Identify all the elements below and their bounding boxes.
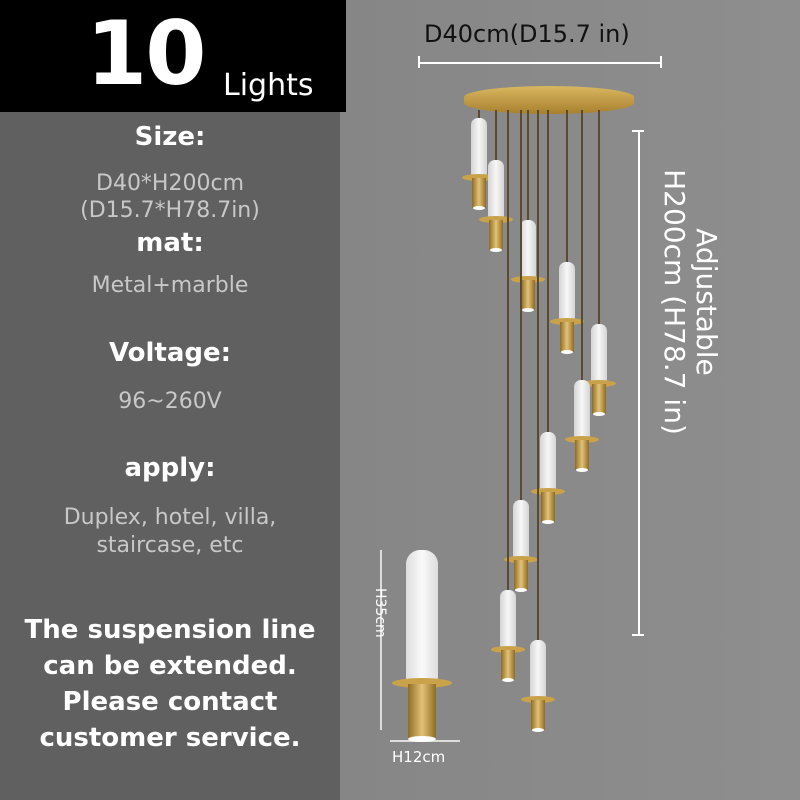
height-label: Adjustable H200cm (H78.7 in)	[650, 169, 730, 435]
pendant-width-label: H12cm	[392, 748, 446, 766]
suspension-cord	[478, 110, 480, 118]
suspension-cord	[520, 110, 522, 500]
suspension-cord	[495, 110, 497, 160]
note-line: Please contact	[62, 687, 278, 717]
note-line: can be extended.	[43, 651, 297, 681]
height-line	[638, 130, 640, 636]
pendant-height-label: H35cm	[372, 588, 388, 638]
height-label-1: Adjustable	[690, 228, 723, 376]
height-tick	[632, 130, 644, 132]
diameter-line	[418, 62, 662, 64]
size-value-cm: D40*H200cm	[96, 171, 244, 196]
apply-value-1: Duplex, hotel, villa,	[63, 505, 277, 530]
height-label-2: H200cm (H78.7 in)	[658, 169, 691, 435]
material-label: mat:	[136, 228, 204, 258]
voltage-value: 96~260V	[118, 389, 222, 414]
suspension-cord	[581, 110, 583, 380]
diameter-tick	[418, 56, 420, 68]
suspension-cord	[566, 110, 568, 262]
apply-value-2: staircase, etc	[96, 533, 244, 558]
ceiling-canopy	[464, 86, 634, 114]
note-line: customer service.	[39, 723, 301, 753]
light-unit: Lights	[223, 68, 314, 103]
suspension-cord	[527, 110, 529, 220]
suspension-cord	[537, 110, 539, 640]
material-value: Metal+marble	[91, 273, 249, 298]
suspension-cord	[598, 110, 600, 324]
note-line: The suspension line	[24, 615, 316, 645]
size-label: Size:	[134, 122, 206, 152]
extension-note: The suspension line can be extended. Ple…	[0, 612, 340, 756]
size-value-in: (D15.7*H78.7in)	[80, 198, 260, 223]
light-count: 10	[86, 2, 206, 105]
light-count-banner: 10 Lights	[0, 0, 346, 112]
suspension-cord	[547, 110, 549, 432]
pendant-height-line	[380, 550, 382, 730]
diameter-label: D40cm(D15.7 in)	[424, 20, 630, 48]
apply-label: apply:	[124, 453, 216, 483]
voltage-label: Voltage:	[108, 338, 232, 368]
spec-panel	[0, 0, 340, 800]
diameter-tick	[660, 56, 662, 68]
suspension-cord	[507, 110, 509, 590]
height-tick	[632, 634, 644, 636]
